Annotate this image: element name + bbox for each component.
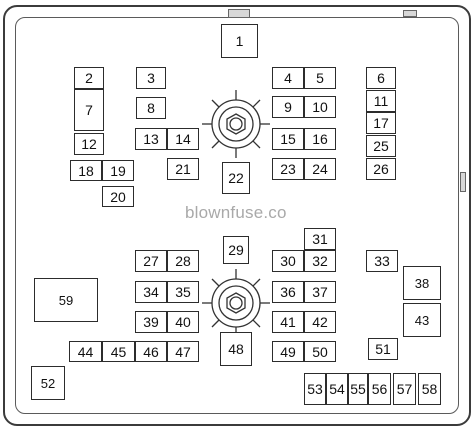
fuse-10: 10	[304, 96, 336, 118]
fuse-52: 52	[31, 366, 65, 400]
fuse-1: 1	[221, 24, 258, 58]
fuse-14: 14	[167, 128, 199, 150]
fuse-27: 27	[135, 250, 167, 272]
fuse-50: 50	[304, 341, 336, 362]
fuse-4: 4	[272, 67, 304, 89]
fuse-37: 37	[304, 281, 336, 303]
fuse-30: 30	[272, 250, 304, 272]
fuse-3: 3	[136, 67, 166, 89]
fuse-41: 41	[272, 311, 304, 333]
fuse-21: 21	[167, 158, 199, 180]
fuse-43: 43	[403, 303, 441, 337]
fuse-49: 49	[272, 341, 304, 362]
fuse-7: 7	[74, 89, 104, 131]
watermark: blownfuse.co	[185, 203, 287, 222]
fuse-25: 25	[366, 135, 396, 157]
upper-stud-mount-icon	[202, 90, 270, 158]
fuse-44: 44	[69, 341, 102, 362]
fuse-35: 35	[167, 281, 199, 303]
fuse-58: 58	[418, 373, 441, 405]
fuse-19: 19	[102, 160, 134, 181]
fuse-24: 24	[304, 158, 336, 180]
fuse-5: 5	[304, 67, 336, 89]
fuse-23: 23	[272, 158, 304, 180]
fuse-13: 13	[135, 128, 167, 150]
fuse-46: 46	[135, 341, 167, 362]
fuse-57: 57	[393, 373, 416, 405]
fuse-47: 47	[167, 341, 199, 362]
fuse-15: 15	[272, 128, 304, 150]
fuse-48: 48	[220, 332, 252, 366]
fuse-18: 18	[70, 160, 102, 181]
fuse-55: 55	[348, 373, 368, 405]
lower-stud-mount-icon	[202, 269, 270, 337]
fuse-11: 11	[366, 90, 396, 112]
fuse-22: 22	[222, 162, 250, 194]
fuse-36: 36	[272, 281, 304, 303]
fuse-17: 17	[366, 112, 396, 134]
fuse-31: 31	[304, 228, 336, 250]
fuse-29: 29	[223, 236, 249, 264]
fuse-51: 51	[368, 338, 398, 360]
fuse-8: 8	[136, 97, 166, 119]
fuse-16: 16	[304, 128, 336, 150]
fuse-2: 2	[74, 67, 104, 89]
fuse-box-outer-frame	[3, 5, 471, 426]
fuse-45: 45	[102, 341, 135, 362]
fuse-42: 42	[304, 311, 336, 333]
right-clip	[460, 172, 466, 192]
fuse-38: 38	[403, 266, 441, 300]
fuse-40: 40	[167, 311, 199, 333]
fuse-32: 32	[304, 250, 336, 272]
fuse-54: 54	[326, 373, 348, 405]
fuse-53: 53	[304, 373, 326, 405]
fuse-9: 9	[272, 96, 304, 118]
fuse-59: 59	[34, 278, 98, 322]
fuse-34: 34	[135, 281, 167, 303]
fuse-20: 20	[102, 186, 134, 207]
fuse-12: 12	[74, 133, 104, 155]
fuse-39: 39	[135, 311, 167, 333]
fuse-56: 56	[368, 373, 391, 405]
fuse-6: 6	[366, 67, 396, 89]
fuse-26: 26	[366, 158, 396, 180]
fuse-28: 28	[167, 250, 199, 272]
top-clip	[228, 9, 250, 18]
fuse-33: 33	[366, 250, 398, 272]
top-right-clip	[403, 10, 417, 17]
